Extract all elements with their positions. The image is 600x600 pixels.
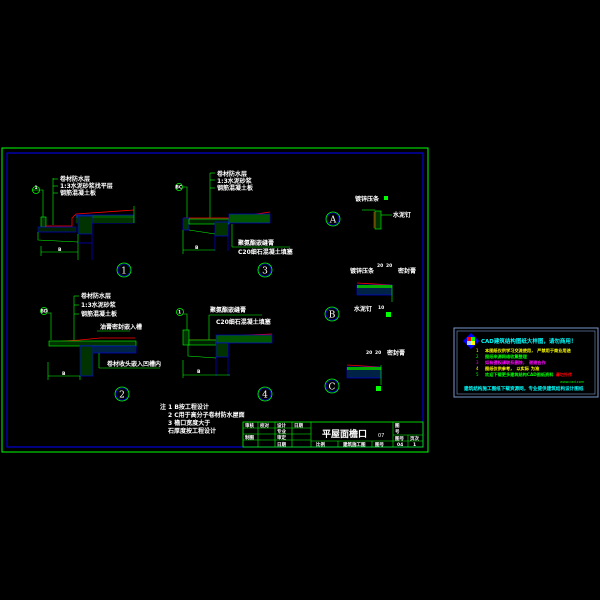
note-4: 石厚度按工程设计 — [167, 427, 216, 435]
detail-b-label-3: 水泥钉 — [354, 305, 372, 313]
legend-footer: 建筑结构施工图纸下载资源网，专业提供建筑结构设计图纸 — [463, 385, 584, 392]
detail-4-tag: 1 — [178, 310, 181, 316]
detail-3-label-3: 钢筋混凝土板 — [217, 184, 254, 192]
detail-b-dim-3: 10 — [378, 305, 384, 311]
detail-4-label-2: C20细石混凝土填塞 — [216, 318, 272, 326]
detail-2-label-2: 1:3水泥砂浆 — [81, 301, 117, 309]
detail-a-label-2: 水泥钉 — [393, 211, 411, 219]
detail-a: 镀锌压条 水泥钉 — [355, 195, 411, 230]
detail-1-label-3: 钢筋混凝土板 — [60, 189, 97, 197]
detail-c-dim-1: 20 — [366, 350, 372, 356]
detail-3-label-2: 1:3水泥砂浆 — [217, 177, 253, 185]
legend-num-5: 5 — [476, 372, 479, 377]
detail-3-label-1: 卷材防水层 — [216, 170, 247, 178]
detail-2-label-3: 钢筋混凝土板 — [81, 310, 118, 318]
detail-3: BC 卷材防水层 1:3水泥砂浆 钢筋混凝土板 B 聚氨酯嵌缝膏 C20细石混凝… — [175, 170, 294, 256]
detail-3-lower-label-2: C20细石混凝土填塞 — [238, 248, 294, 256]
tb-review: 审核 — [245, 422, 254, 429]
detail-c-dim-2: 20 — [375, 350, 381, 356]
tb-right-2: 号 — [395, 428, 400, 435]
detail-2-number: 2 — [119, 391, 125, 401]
drawing-title-suffix: 07 — [378, 433, 384, 439]
tb-approve: 审定 — [277, 434, 286, 441]
tb-date2: 日期 — [277, 441, 286, 448]
detail-2-marker — [114, 386, 130, 402]
detail-a-label-1: 镀锌压条 — [355, 195, 380, 203]
detail-b-label-2: 密封膏 — [398, 267, 416, 275]
detail-2-label-1: 卷材防水层 — [80, 292, 111, 300]
detail-3-dim: B — [195, 245, 199, 251]
note-3: 3 檐口宽度大于 — [168, 419, 210, 427]
detail-1-tag: 1 — [35, 185, 38, 191]
legend-num-4: 4 — [476, 366, 479, 371]
detail-c-label-1: 密封膏 — [387, 349, 405, 357]
tb-right-4: 页次 — [410, 435, 419, 442]
legend-item-5: 欢迎下载更多建筑结构CAD图纸资料请勿外传 — [484, 371, 573, 378]
detail-1-number: 1 — [121, 267, 127, 277]
inner-frame — [6, 152, 424, 448]
legend-box: CAD建筑结构图纸大样图，请勿商用！ 1 本图纸仅供学习交流使用，严禁用于商业用… — [453, 327, 599, 398]
tb-drawing-no: 图号 — [375, 441, 384, 448]
tb-category: 建筑施工图 — [342, 441, 366, 448]
tb-check: 校对 — [260, 422, 269, 429]
detail-3-tag: BC — [176, 185, 183, 191]
legend-num-1: 1 — [476, 348, 479, 353]
detail-a-marker — [325, 211, 341, 227]
detail-2-note-top: 油膏密封嵌入槽 — [100, 323, 142, 331]
title-block: 审核 校对 设计 日期 专业 制图 审定 日期 平屋面檐口 07 比例 建筑施工… — [242, 421, 424, 448]
detail-3-marker — [257, 262, 273, 278]
detail-c-letter: C — [329, 383, 336, 393]
detail-1-marker — [116, 262, 132, 278]
detail-a-letter: A — [329, 216, 337, 226]
legend-item-2: 图纸来源网络收集整理 — [485, 353, 528, 360]
detail-1: 1 卷材防水层 1:3水泥砂浆找平层 钢筋混凝土板 B — [32, 175, 135, 260]
legend-num-3: 3 — [476, 360, 479, 365]
detail-4-marker — [257, 386, 273, 402]
tb-scale: 比例 — [316, 441, 325, 448]
detail-3-lower-label-1: 聚氨酯嵌缝膏 — [237, 239, 274, 247]
tb-page: 1 — [413, 442, 416, 448]
detail-b: 镀锌压条 20 20 密封膏 水泥钉 10 — [350, 263, 416, 317]
tb-draw: 制图 — [245, 434, 254, 441]
detail-1-label-1: 卷材防水层 — [59, 175, 90, 183]
detail-1-label-2: 1:3水泥砂浆找平层 — [60, 182, 113, 190]
note-2: 2 C用于高分子卷材防水屋面 — [168, 411, 245, 419]
detail-b-dim-1: 20 — [377, 263, 383, 269]
tb-right-1: 图 — [395, 422, 400, 429]
note-1: 注 1 B按工程设计 — [160, 403, 209, 411]
detail-4-number: 4 — [262, 391, 268, 401]
legend-item-3: 如有侵权请联系删除，谢谢合作 — [485, 359, 546, 366]
drawing-title: 平屋面檐口 — [322, 428, 367, 440]
tb-date: 日期 — [294, 422, 303, 429]
detail-2-dim: B — [62, 371, 66, 377]
tb-sheet: 04 — [397, 442, 403, 448]
detail-b-marker — [324, 306, 340, 322]
detail-4: 1 聚氨酯嵌缝膏 C20细石混凝土填塞 B — [176, 306, 273, 378]
tb-discipline: 专业 — [277, 428, 286, 435]
legend-item-4: 图纸仅供参考，以实际为准 — [485, 365, 540, 372]
legend-num-2: 2 — [476, 354, 479, 359]
legend-signature: www.cad.com — [560, 380, 585, 384]
detail-3-number: 3 — [262, 267, 268, 277]
legend-item-1: 本图纸仅供学习交流使用，严禁用于商业用途 — [484, 347, 572, 354]
detail-2-note-bottom: 卷材收头嵌入凹槽内 — [106, 360, 161, 368]
detail-2: BD 卷材防水层 1:3水泥砂浆 钢筋混凝土板 油膏密封嵌入槽 卷材收头嵌入凹槽… — [40, 292, 161, 380]
detail-b-letter: B — [329, 311, 336, 321]
detail-2-tag: BD — [41, 309, 48, 315]
detail-b-dim-2: 20 — [386, 263, 392, 269]
notes: 注 1 B按工程设计 2 C用于高分子卷材防水屋面 3 檐口宽度大于 石厚度按工… — [160, 403, 245, 435]
outer-frame — [1, 147, 429, 453]
windows-logo-icon — [463, 333, 479, 349]
detail-1-dim: B — [58, 247, 62, 253]
detail-c: 20 20 密封膏 — [346, 349, 405, 391]
detail-4-dim: B — [197, 369, 201, 375]
detail-b-label-1: 镀锌压条 — [350, 267, 375, 275]
tb-right-3: 图号 — [395, 435, 404, 442]
legend-header: CAD建筑结构图纸大样图，请勿商用！ — [481, 337, 576, 345]
tb-design: 设计 — [277, 422, 286, 429]
detail-c-marker — [324, 378, 340, 394]
detail-4-label-1: 聚氨酯嵌缝膏 — [209, 306, 246, 314]
